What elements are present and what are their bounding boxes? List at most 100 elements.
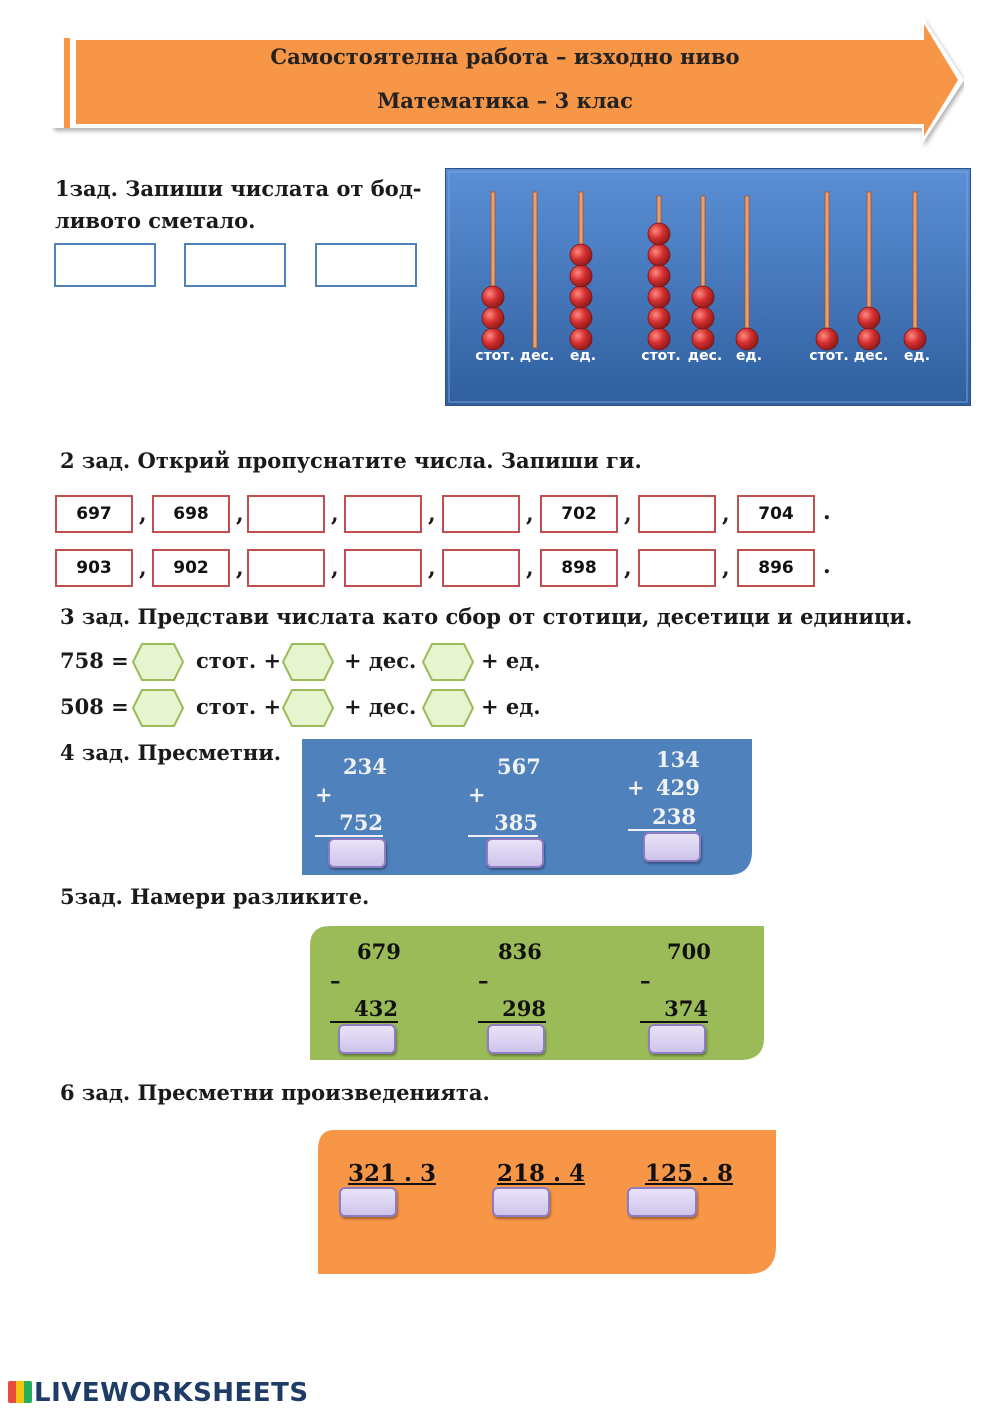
sequence-blank-input[interactable] — [442, 549, 520, 587]
sub2-op: – — [478, 968, 489, 993]
add2-op: + — [468, 782, 486, 807]
abacus-bead — [735, 327, 759, 351]
sequence-number: 702 — [540, 495, 618, 533]
abacus-bead — [647, 327, 671, 351]
mul3-expr: 125 . 8 — [645, 1160, 734, 1187]
abacus-bead — [691, 306, 715, 330]
task1-answer-3[interactable] — [315, 243, 417, 287]
sequence-blank-input[interactable] — [247, 549, 325, 587]
sequence-blank-input[interactable] — [344, 549, 422, 587]
sequence-blank-input[interactable] — [247, 495, 325, 533]
tens-input[interactable] — [281, 642, 335, 682]
sub2-answer[interactable] — [487, 1024, 545, 1054]
hundreds-input[interactable] — [131, 688, 185, 728]
sub3-answer[interactable] — [648, 1024, 706, 1054]
sequence-end-mark: . — [823, 553, 831, 579]
task1-answer-2[interactable] — [184, 243, 286, 287]
task6-text: 6 зад. Пресметни произведенията. — [60, 1080, 490, 1105]
sequence-separator: , — [526, 555, 534, 581]
abacus-place-label: дес. — [688, 348, 722, 364]
units-input[interactable] — [421, 642, 475, 682]
abacus-place-label: ед. — [570, 348, 596, 364]
abacus-bead — [647, 264, 671, 288]
add1-op: + — [315, 782, 333, 807]
sequence-separator: , — [236, 501, 244, 527]
logo-text: LIVEWORKSHEETS — [34, 1378, 309, 1408]
sequence-blank-input[interactable] — [442, 495, 520, 533]
sequence-number: 704 — [737, 495, 815, 533]
worksheet-subtitle: Математика – 3 клас — [377, 88, 633, 113]
sequence-blank-input[interactable] — [344, 495, 422, 533]
abacus-bead — [569, 264, 593, 288]
sequence-number: 697 — [55, 495, 133, 533]
decompose-number: 758 = — [60, 648, 129, 673]
mul1-answer[interactable] — [339, 1187, 397, 1217]
sub1-op: – — [330, 968, 341, 993]
hundreds-input[interactable] — [131, 642, 185, 682]
abacus-place-label: стот. — [809, 348, 848, 364]
task4-text: 4 зад. Пресметни. — [60, 740, 282, 765]
sequence-separator: , — [139, 501, 147, 527]
abacus-bead — [815, 327, 839, 351]
add1-a: 234 — [343, 754, 387, 779]
sequence-separator: , — [526, 501, 534, 527]
abacus-bead — [857, 327, 881, 351]
task1-answer-1[interactable] — [54, 243, 156, 287]
abacus-bead — [903, 327, 927, 351]
task2-text: 2 зад. Открий пропуснатите числа. Запиши… — [60, 448, 642, 473]
liveworksheets-logo: LIVEWORKSHEETS — [8, 1378, 309, 1408]
add3-c: 238 — [628, 804, 696, 831]
abacus-bead — [647, 306, 671, 330]
sequence-blank-input[interactable] — [638, 495, 716, 533]
abacus-rod — [824, 191, 830, 349]
mul3-answer[interactable] — [627, 1187, 697, 1217]
add1-answer[interactable] — [328, 838, 386, 868]
sub1-b: 432 — [330, 996, 398, 1023]
abacus-bead — [647, 222, 671, 246]
abacus-bead — [647, 243, 671, 267]
hundreds-label: стот. + — [196, 694, 282, 719]
sub1-answer[interactable] — [338, 1024, 396, 1054]
tens-label: + дес. — [344, 694, 417, 719]
units-input[interactable] — [421, 688, 475, 728]
abacus-place-label: стот. — [475, 348, 514, 364]
abacus-bead — [647, 285, 671, 309]
mul2-answer[interactable] — [492, 1187, 550, 1217]
task1-text-line2: ливото сметало. — [55, 208, 256, 233]
sequence-separator: , — [624, 555, 632, 581]
abacus-bead — [569, 285, 593, 309]
sequence-separator: , — [722, 501, 730, 527]
decompose-number: 508 = — [60, 694, 129, 719]
sub2-a: 836 — [498, 939, 542, 964]
add3-answer[interactable] — [643, 832, 701, 862]
abacus-place-label: ед. — [736, 348, 762, 364]
abacus-bead — [857, 306, 881, 330]
sequence-separator: , — [236, 555, 244, 581]
task3-text: 3 зад. Представи числата като сбор от ст… — [60, 604, 913, 629]
task5-text: 5зад. Намери разликите. — [60, 884, 370, 909]
abacus-bead — [481, 285, 505, 309]
worksheet-title: Самостоятелна работа – изходно ниво — [270, 44, 740, 69]
add2-answer[interactable] — [486, 838, 544, 868]
abacus-place-label: ед. — [904, 348, 930, 364]
sub3-b: 374 — [640, 996, 708, 1023]
abacus-rod — [532, 191, 538, 349]
sequence-separator: , — [624, 501, 632, 527]
logo-blocks-icon — [8, 1381, 32, 1403]
add3-op: + — [627, 775, 645, 800]
abacus-bead — [569, 243, 593, 267]
abacus-bead — [691, 285, 715, 309]
sequence-blank-input[interactable] — [638, 549, 716, 587]
sub3-a: 700 — [667, 939, 711, 964]
sub2-b: 298 — [478, 996, 546, 1023]
tens-input[interactable] — [281, 688, 335, 728]
add2-b: 385 — [468, 810, 538, 837]
sequence-separator: , — [722, 555, 730, 581]
units-label: + ед. — [481, 694, 541, 719]
sequence-separator: , — [331, 501, 339, 527]
mul1-expr: 321 . 3 — [348, 1160, 437, 1187]
abacus-bead — [569, 306, 593, 330]
sequence-number: 903 — [55, 549, 133, 587]
abacus-bead — [691, 327, 715, 351]
sequence-number: 896 — [737, 549, 815, 587]
